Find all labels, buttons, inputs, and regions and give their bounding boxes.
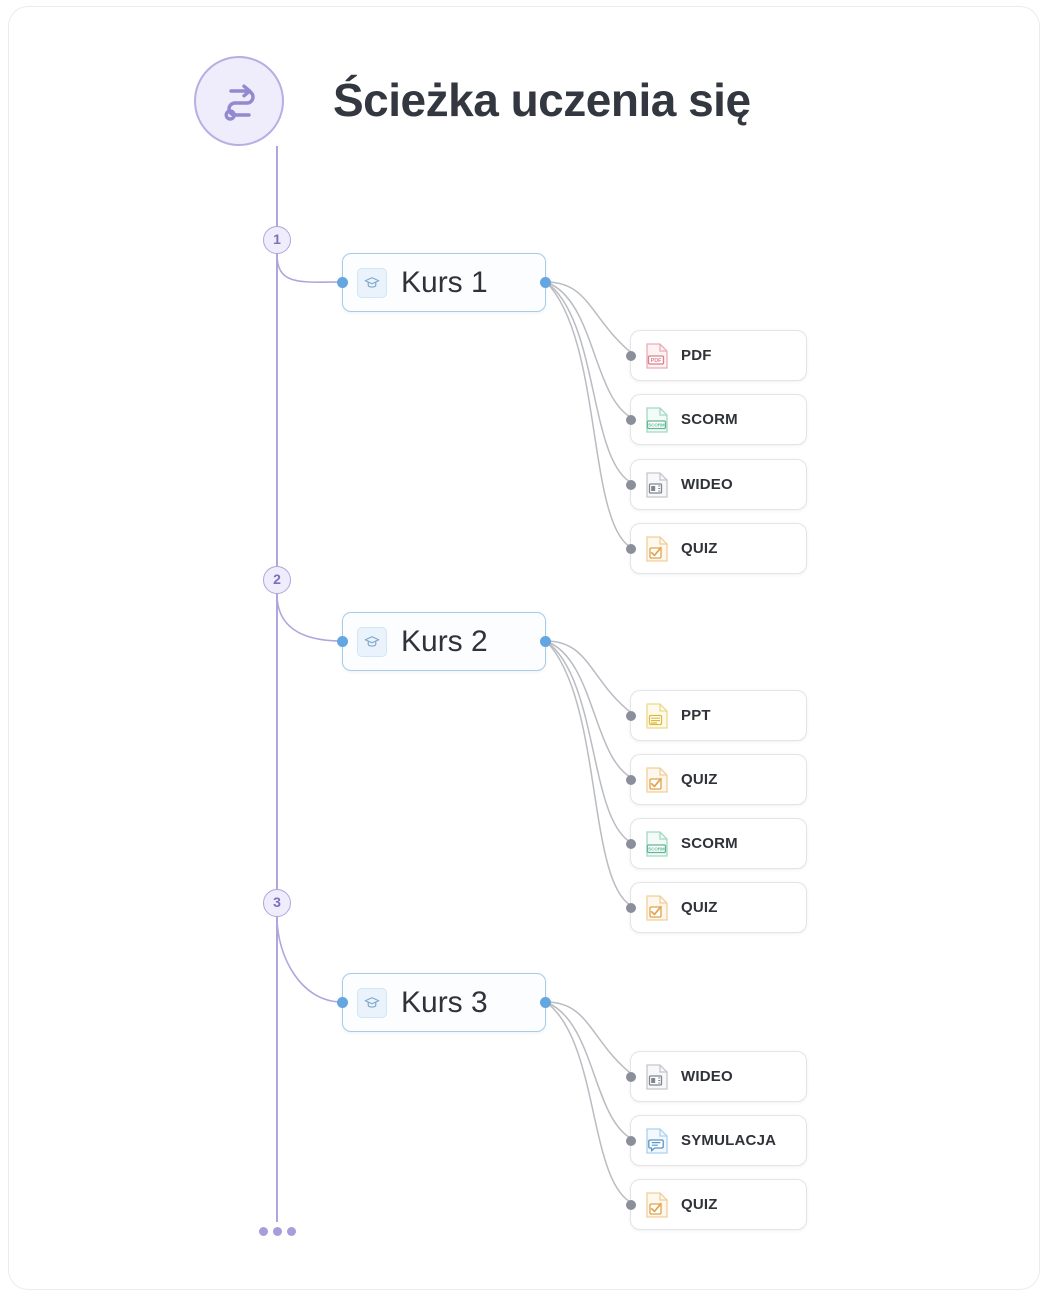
- content-card-label: SCORM: [681, 835, 738, 852]
- video-file-icon: [646, 471, 668, 498]
- quiz-file-icon: [646, 766, 668, 793]
- card-input-port: [626, 543, 636, 554]
- content-card-symulacja[interactable]: SYMULACJA: [626, 1115, 807, 1166]
- course-node-2[interactable]: Kurs 2: [337, 612, 551, 671]
- course-label: Kurs 3: [401, 985, 488, 1019]
- course-output-port: [540, 277, 551, 288]
- content-card-wideo[interactable]: WIDEO: [626, 459, 807, 510]
- card-input-port: [626, 414, 636, 425]
- course-label: Kurs 1: [401, 265, 488, 299]
- quiz-file-icon: [646, 1191, 668, 1218]
- quiz-file-icon: [646, 535, 668, 562]
- card-input-port: [626, 1199, 636, 1210]
- more-steps-dot: [259, 1227, 268, 1236]
- svg-text:SCORM: SCORM: [648, 846, 665, 851]
- course-node-3[interactable]: Kurs 3: [337, 973, 551, 1032]
- card-input-port: [626, 774, 636, 785]
- content-card-pdf[interactable]: PDF PDF: [626, 330, 807, 381]
- content-card-scorm[interactable]: SCORM SCORM: [626, 818, 807, 869]
- card-input-port: [626, 479, 636, 490]
- content-card-scorm[interactable]: SCORM SCORM: [626, 394, 807, 445]
- content-card-label: PDF: [681, 347, 712, 364]
- page-title: Ścieżka uczenia się: [333, 74, 751, 126]
- route-path-icon: [194, 56, 284, 146]
- svg-text:SCORM: SCORM: [648, 422, 665, 427]
- course-output-port: [540, 997, 551, 1008]
- content-card-label: PPT: [681, 707, 711, 724]
- ppt-file-icon: [646, 702, 668, 729]
- video-file-icon: [646, 1063, 668, 1090]
- step-marker-1[interactable]: 1: [263, 226, 291, 254]
- graduation-cap-icon: [357, 987, 387, 1018]
- content-card-label: SYMULACJA: [681, 1132, 777, 1149]
- content-card-quiz[interactable]: QUIZ: [626, 754, 807, 805]
- card-input-port: [626, 710, 636, 721]
- content-card-label: WIDEO: [681, 1068, 733, 1085]
- course-output-port: [540, 636, 551, 647]
- content-card-wideo[interactable]: WIDEO: [626, 1051, 807, 1102]
- step-marker-3[interactable]: 3: [263, 889, 291, 917]
- course-input-port: [337, 277, 348, 288]
- more-steps-dot: [273, 1227, 282, 1236]
- graduation-cap-icon: [357, 267, 387, 298]
- content-card-quiz[interactable]: QUIZ: [626, 1179, 807, 1230]
- content-card-quiz[interactable]: QUIZ: [626, 523, 807, 574]
- card-input-port: [626, 350, 636, 361]
- card-input-port: [626, 902, 636, 913]
- step-marker-2[interactable]: 2: [263, 566, 291, 594]
- graduation-cap-icon: [357, 626, 387, 657]
- card-input-port: [626, 1135, 636, 1146]
- simulation-file-icon: [646, 1127, 668, 1154]
- course-input-port: [337, 997, 348, 1008]
- card-input-port: [626, 838, 636, 849]
- content-card-ppt[interactable]: PPT: [626, 690, 807, 741]
- course-input-port: [337, 636, 348, 647]
- content-card-label: SCORM: [681, 411, 738, 428]
- content-card-quiz[interactable]: QUIZ: [626, 882, 807, 933]
- content-card-label: QUIZ: [681, 1196, 718, 1213]
- course-label: Kurs 2: [401, 624, 488, 658]
- course-node-1[interactable]: Kurs 1: [337, 253, 551, 312]
- card-input-port: [626, 1071, 636, 1082]
- more-steps-dot: [287, 1227, 296, 1236]
- content-card-label: QUIZ: [681, 540, 718, 557]
- content-card-label: WIDEO: [681, 476, 733, 493]
- scorm-file-icon: SCORM: [646, 406, 668, 433]
- content-card-label: QUIZ: [681, 899, 718, 916]
- scorm-file-icon: SCORM: [646, 830, 668, 857]
- quiz-file-icon: [646, 894, 668, 921]
- svg-text:PDF: PDF: [651, 358, 662, 364]
- pdf-file-icon: PDF: [646, 342, 668, 369]
- content-card-label: QUIZ: [681, 771, 718, 788]
